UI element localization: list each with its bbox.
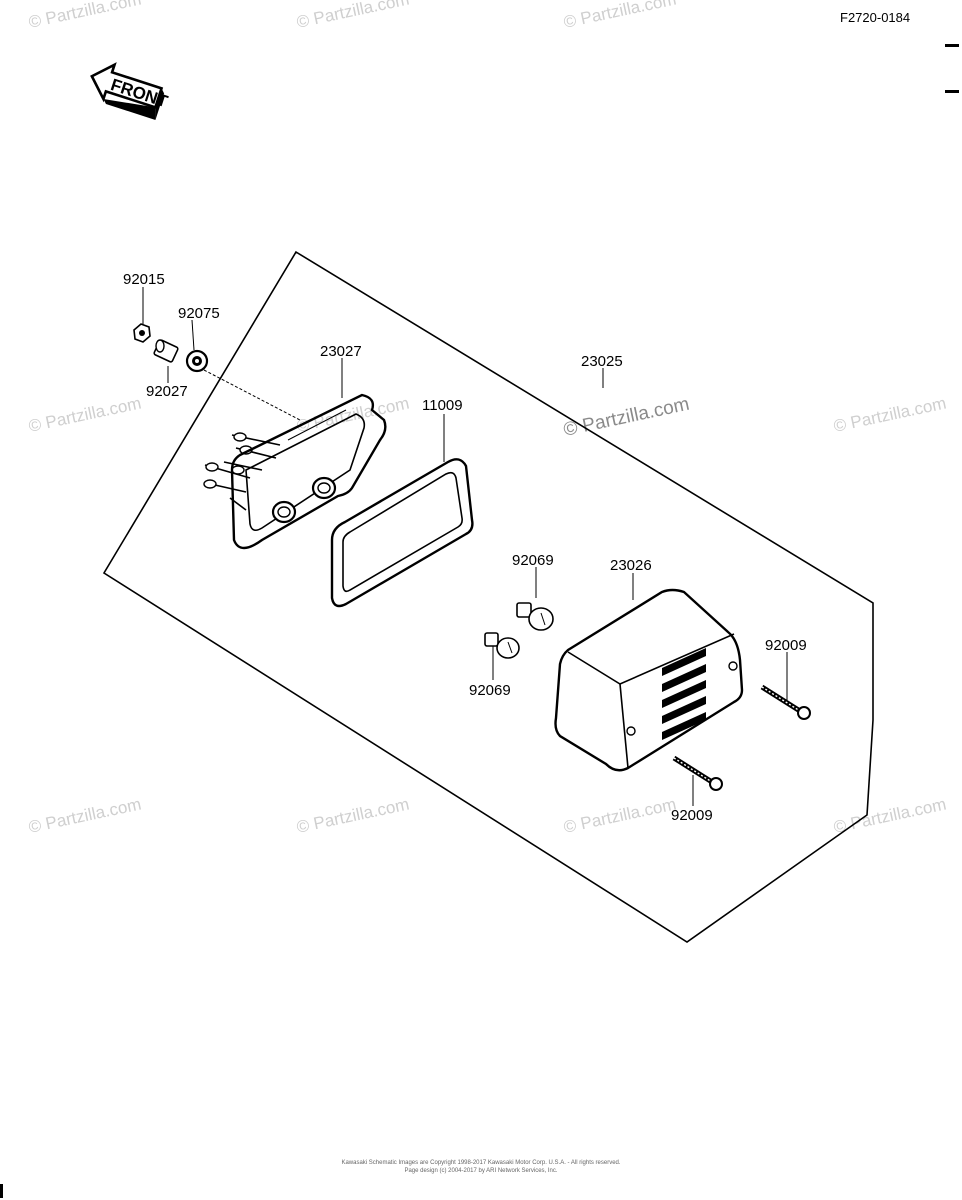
part-label-92069-lower: 92069 xyxy=(469,682,511,699)
edge-tick xyxy=(945,44,959,47)
gasket-11009-icon xyxy=(330,458,474,608)
leader-lines xyxy=(142,287,788,806)
watermark: © Partzilla.com xyxy=(562,0,678,32)
collar-92027-icon xyxy=(153,339,179,363)
watermark: © Partzilla.com xyxy=(27,795,143,837)
bulb-92069-icon xyxy=(484,632,520,659)
assembly-boundary xyxy=(102,250,874,943)
watermark: © Partzilla.com xyxy=(562,795,678,837)
nut-92015-icon xyxy=(133,323,151,343)
diagram-code: F2720-0184 xyxy=(840,10,910,25)
front-arrow-icon: FRONT xyxy=(90,62,171,121)
part-label-92009-right: 92009 xyxy=(765,637,807,654)
screw-92009-icon xyxy=(760,684,811,720)
watermark: © Partzilla.com xyxy=(832,394,948,436)
bulb-92069-icon xyxy=(516,602,554,631)
part-label-92015: 92015 xyxy=(123,271,165,288)
footer-copyright: Kawasaki Schematic Images are Copyright … xyxy=(341,1160,620,1166)
grommet-92075-icon xyxy=(185,349,209,373)
edge-tick xyxy=(945,90,959,93)
watermark-center: © Partzilla.com xyxy=(562,394,692,441)
watermark: © Partzilla.com xyxy=(295,0,411,32)
part-label-92069-upper: 92069 xyxy=(512,552,554,569)
part-labels: 92015 92075 92027 23027 11009 23025 9206… xyxy=(123,271,807,824)
part-label-23025: 23025 xyxy=(581,353,623,370)
lamp-base-23027-icon xyxy=(203,393,387,550)
part-label-92075: 92075 xyxy=(178,305,220,322)
part-label-23026: 23026 xyxy=(610,557,652,574)
part-label-92027: 92027 xyxy=(146,383,188,400)
watermark: © Partzilla.com xyxy=(27,394,143,436)
watermark: © Partzilla.com xyxy=(295,795,411,837)
watermark: © Partzilla.com xyxy=(27,0,143,32)
part-label-23027: 23027 xyxy=(320,343,362,360)
part-label-92009-lower: 92009 xyxy=(671,807,713,824)
edge-tick xyxy=(0,1184,3,1198)
watermark: © Partzilla.com xyxy=(832,795,948,837)
footer-page-design: Page design (c) 2004-2017 by ARI Network… xyxy=(404,1168,557,1174)
screw-92009-icon xyxy=(672,755,723,791)
lens-cover-23026-icon xyxy=(554,588,744,772)
part-label-11009: 11009 xyxy=(422,397,463,414)
